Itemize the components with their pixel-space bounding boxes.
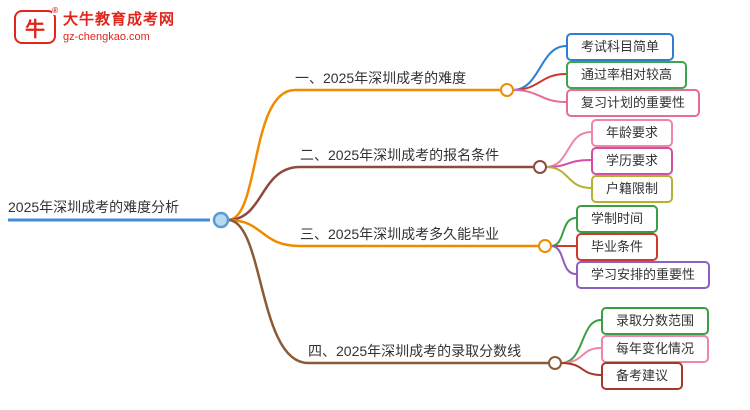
- leaf-line-2-2: [545, 159, 592, 168]
- leaf-education-requirement: 学历要求: [591, 147, 674, 175]
- leaf-household-restriction: 户籍限制: [591, 175, 674, 203]
- site-domain: gz-chengkao.com: [63, 31, 150, 43]
- leaf-admission-score-range: 录取分数范围: [601, 307, 710, 335]
- branch-3-line: [227, 218, 538, 248]
- leaf-line-1-3: [512, 89, 567, 103]
- site-logo: 牛 ® 大牛教育成考网 gz-chengkao.com: [14, 6, 175, 44]
- leaf-line-3-1: [550, 217, 577, 247]
- leaf-exam-subjects-simple: 考试科目简单: [566, 33, 675, 61]
- branch-1-topic: 一、2025年深圳成考的难度: [295, 70, 467, 86]
- leaf-yearly-changes: 每年变化情况: [601, 335, 710, 363]
- branch-4-circle: [548, 356, 562, 370]
- branch-2-circle: [533, 160, 547, 174]
- leaf-pass-rate-high: 通过率相对较高: [566, 61, 688, 89]
- leaf-line-2-3: [545, 166, 592, 189]
- leaf-line-2-1: [545, 131, 592, 168]
- logo-text: 大牛教育成考网 gz-chengkao.com: [63, 10, 175, 44]
- leaf-exam-prep-advice: 备考建议: [601, 362, 684, 390]
- bull-logo-icon: 牛 ®: [14, 6, 58, 44]
- site-name: 大牛教育成考网: [63, 11, 176, 28]
- branch-2-line: [227, 165, 533, 222]
- branch-3-circle: [538, 239, 552, 253]
- root-node-circle: [212, 211, 230, 229]
- bull-glyph: 牛: [25, 18, 45, 41]
- branch-3-topic: 三、2025年深圳成考多久能毕业: [300, 226, 500, 242]
- leaf-line-4-3: [560, 362, 602, 376]
- leaf-line-3-3: [550, 245, 577, 275]
- branch-4-topic: 四、2025年深圳成考的录取分数线: [308, 343, 522, 359]
- branch-1-line: [227, 88, 500, 222]
- registered-trademark: ®: [52, 6, 58, 15]
- branch-2-topic: 二、2025年深圳成考的报名条件: [300, 147, 500, 163]
- root-topic: 2025年深圳成考的难度分析: [8, 199, 180, 215]
- leaf-study-plan-importance: 学习安排的重要性: [576, 261, 711, 289]
- leaf-review-plan-importance: 复习计划的重要性: [566, 89, 701, 117]
- branch-1-circle: [500, 83, 514, 97]
- branch-4-line: [227, 218, 548, 365]
- leaf-schooling-duration: 学制时间: [576, 205, 659, 233]
- leaf-line-4-2: [560, 347, 602, 364]
- leaf-graduation-conditions: 毕业条件: [576, 233, 659, 261]
- leaf-age-requirement: 年龄要求: [591, 119, 674, 147]
- leaf-line-1-1: [512, 45, 567, 91]
